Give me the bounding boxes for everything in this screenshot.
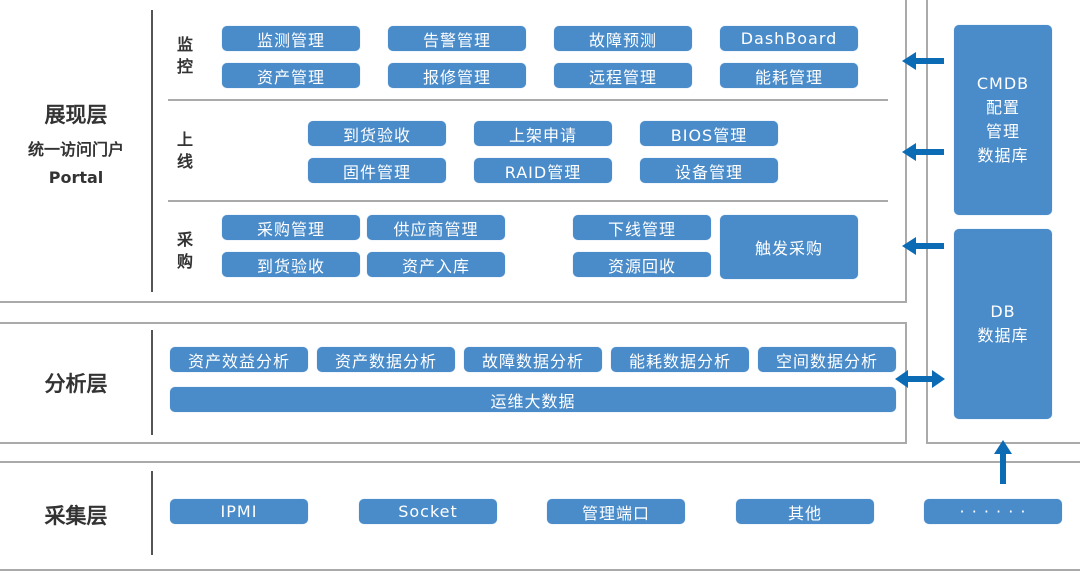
section-monitor: 监控 — [177, 35, 194, 76]
monitor-item[interactable]: 远程管理 — [554, 63, 692, 88]
monitor-item[interactable]: 报修管理 — [388, 63, 526, 88]
section-online: 上线 — [177, 130, 194, 171]
analysis-item[interactable]: 资产数据分析 — [317, 347, 455, 372]
online-item[interactable]: BIOS管理 — [640, 121, 778, 146]
analysis-item[interactable]: 故障数据分析 — [464, 347, 602, 372]
db-box[interactable]: DB 数据库 — [954, 229, 1052, 419]
analysis-item[interactable]: 空间数据分析 — [758, 347, 896, 372]
bigdata-bar[interactable]: 运维大数据 — [170, 387, 896, 412]
double-arrow-icon — [895, 370, 945, 388]
analysis-item[interactable]: 能耗数据分析 — [611, 347, 749, 372]
divider — [151, 10, 153, 292]
trigger-purchase[interactable]: 触发采购 — [720, 215, 858, 279]
monitor-item[interactable]: 监测管理 — [222, 26, 360, 51]
arrow-left-icon — [902, 52, 944, 70]
online-item[interactable]: 固件管理 — [308, 158, 446, 183]
monitor-item[interactable]: 能耗管理 — [720, 63, 858, 88]
online-item[interactable]: 上架申请 — [474, 121, 612, 146]
analysis-item[interactable]: 资产效益分析 — [170, 347, 308, 372]
cmdb-line: 数据库 — [977, 146, 1029, 165]
db-line: DB — [990, 302, 1016, 321]
portal-label: Portal — [48, 168, 104, 187]
cmdb-line: 管理 — [985, 122, 1020, 141]
arrow-left-icon — [902, 143, 944, 161]
collection-item[interactable]: IPMI — [170, 499, 308, 524]
online-item[interactable]: 设备管理 — [640, 158, 778, 183]
arrow-up-icon — [994, 440, 1012, 484]
divider — [168, 200, 888, 202]
monitor-item[interactable]: DashBoard — [720, 26, 858, 51]
arrow-left-icon — [902, 237, 944, 255]
monitor-item[interactable]: 告警管理 — [388, 26, 526, 51]
section-purchase: 采购 — [177, 230, 194, 271]
purchase-item[interactable]: 供应商管理 — [367, 215, 505, 240]
cmdb-line: 配置 — [985, 98, 1020, 117]
collection-item[interactable]: 管理端口 — [547, 499, 685, 524]
online-item[interactable]: RAID管理 — [474, 158, 612, 183]
db-line: 数据库 — [977, 326, 1029, 345]
purchase-item[interactable]: 采购管理 — [222, 215, 360, 240]
cmdb-box[interactable]: CMDB 配置 管理 数据库 — [954, 25, 1052, 215]
purchase-item[interactable]: 到货验收 — [222, 252, 360, 277]
online-item[interactable]: 到货验收 — [308, 121, 446, 146]
monitor-item[interactable]: 故障预测 — [554, 26, 692, 51]
collection-panel — [0, 461, 1080, 571]
layer-title-presentation: 展现层 — [44, 103, 108, 127]
portal-subtitle: 统一访问门户 — [27, 140, 124, 159]
purchase-item[interactable]: 资源回收 — [573, 252, 711, 277]
monitor-item[interactable]: 资产管理 — [222, 63, 360, 88]
divider — [151, 330, 153, 435]
collection-item[interactable]: Socket — [359, 499, 497, 524]
layer-title-analysis: 分析层 — [44, 372, 108, 396]
divider — [168, 99, 888, 101]
purchase-item[interactable]: 下线管理 — [573, 215, 711, 240]
collection-item[interactable]: · · · · · · — [924, 499, 1062, 524]
purchase-item[interactable]: 资产入库 — [367, 252, 505, 277]
divider — [151, 471, 153, 555]
cmdb-line: CMDB — [976, 74, 1030, 93]
collection-item[interactable]: 其他 — [736, 499, 874, 524]
layer-title-collection: 采集层 — [44, 504, 108, 528]
